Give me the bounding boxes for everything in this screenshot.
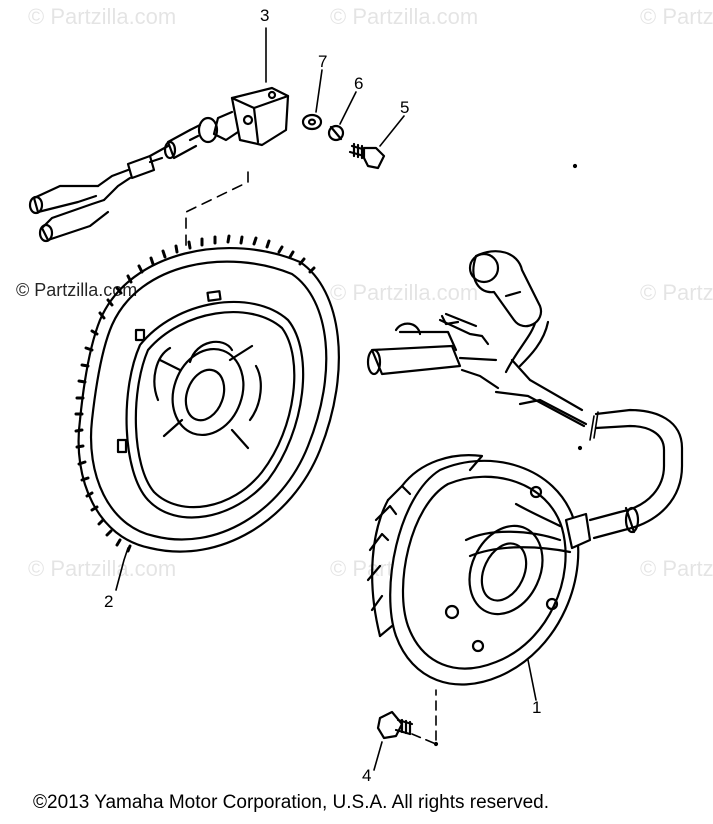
copyright-text: ©2013 Yamaha Motor Corporation, U.S.A. A… — [33, 792, 549, 813]
part-3-connector — [28, 86, 290, 243]
callout-part-1: 1 — [532, 698, 542, 717]
watermark: © Partzilla.com — [28, 556, 177, 581]
watermark: © Partzilla.com — [640, 280, 713, 305]
watermark-visible: © Partzilla.com — [16, 280, 138, 300]
callout-part-7: 7 — [318, 52, 328, 71]
part-4-screw — [376, 710, 414, 740]
part-2-flywheel — [74, 234, 340, 553]
watermark: © Partzilla.com — [640, 556, 713, 581]
part-5-bolt — [348, 142, 386, 170]
watermark: © Partzilla.com — [28, 4, 177, 29]
part-1-stator — [366, 250, 684, 686]
watermark: © Partzilla.com — [330, 280, 479, 305]
watermark: © Partzilla.com — [330, 4, 479, 29]
callout-part-4: 4 — [362, 766, 372, 785]
callout-part-6: 6 — [354, 74, 364, 93]
callout-part-2: 2 — [104, 592, 114, 611]
callout-part-5: 5 — [400, 98, 410, 117]
part-6-lockwasher — [327, 124, 345, 142]
callout-part-3: 3 — [260, 6, 270, 25]
part-7-washer — [301, 113, 323, 131]
watermark: © Partzilla.com — [640, 4, 713, 29]
